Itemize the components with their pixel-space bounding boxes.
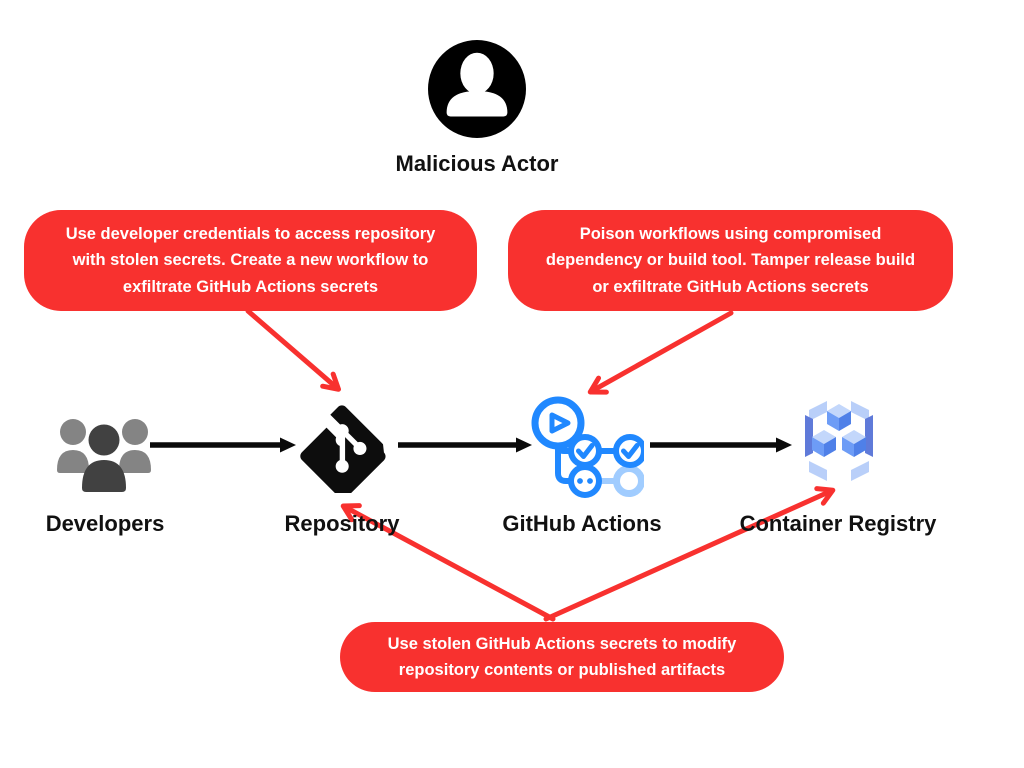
repository-label: Repository: [284, 511, 400, 536]
callout-workflow-poisoning: Poison workflows using compromised depen…: [508, 210, 953, 311]
team-icon: [57, 419, 151, 492]
developers-label: Developers: [45, 511, 165, 536]
callout-credential-attack: Use developer credentials to access repo…: [24, 210, 477, 311]
github-actions-label: GitHub Actions: [502, 511, 662, 536]
malicious-actor-icon: [428, 40, 526, 138]
container-registry-label: Container Registry: [739, 511, 937, 536]
callout-stolen-secrets: Use stolen GitHub Actions secrets to mod…: [340, 622, 784, 692]
git-icon: [300, 405, 386, 493]
malicious-actor-label: Malicious Actor: [395, 151, 559, 176]
workflow-icon: [531, 396, 644, 498]
attack-arrow-bottom-callout-to-registry: [543, 486, 836, 622]
attack-arrow-bottom-callout-to-repository: [340, 503, 556, 622]
registry-cubes-icon: [805, 401, 873, 481]
attack-arrow-right-callout-to-actions: [587, 310, 734, 395]
attack-arrow-left-callout-to-repository: [245, 308, 342, 392]
